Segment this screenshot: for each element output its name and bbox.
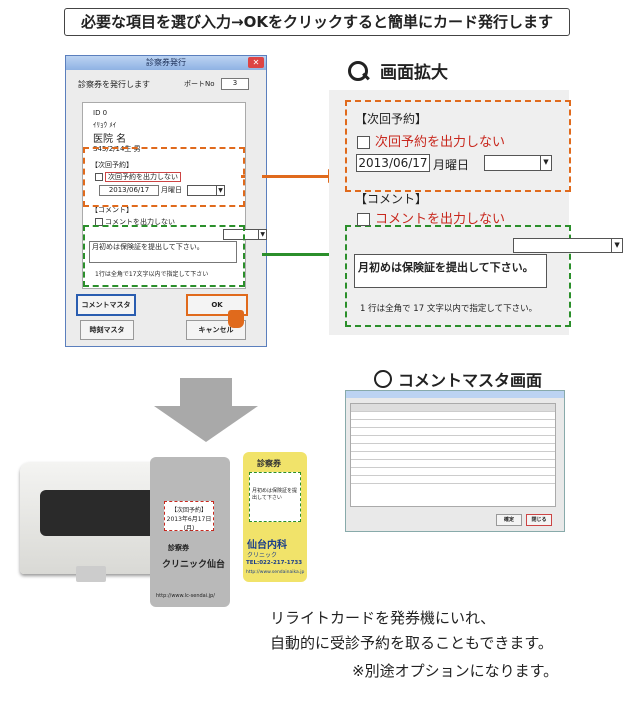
table-row[interactable]	[351, 460, 555, 468]
weekday-label: 月曜日	[161, 186, 182, 194]
comment-select[interactable]: ▼	[223, 229, 268, 240]
cm-close-button[interactable]: 閉じる	[526, 514, 552, 526]
rewrite-card-2: 診察券 月初めは保険証を提出して下さい 仙台内科 クリニック TEL:022-2…	[243, 452, 307, 582]
limit-note: 1行は全角で17文字以内で指定して下さい	[95, 271, 209, 278]
caption-line-1: リライトカードを発券機にいれ、	[270, 609, 496, 627]
card1-next-label: 【次回予約】	[170, 507, 207, 514]
caption-line-3: ※別途オプションになります。	[352, 662, 559, 680]
instruction-banner: 必要な項目を選び入力→OKをクリックすると簡単にカード発行します	[64, 8, 570, 36]
date-input[interactable]: 2013/06/17	[99, 185, 159, 196]
cm-titlebar	[346, 391, 564, 398]
next-check-label: 次回予約を出力しない	[105, 172, 181, 182]
table-row[interactable]	[351, 444, 555, 452]
zoom-next-highlight	[345, 100, 571, 192]
checkbox-icon[interactable]	[357, 213, 370, 226]
zoom-panel	[329, 90, 569, 335]
table-row[interactable]	[351, 420, 555, 428]
zoom-comment-select[interactable]: ▼	[513, 238, 624, 253]
port-input[interactable]: 3	[221, 78, 249, 90]
card2-clinic-sub: クリニック	[247, 552, 278, 559]
table-row[interactable]	[351, 436, 555, 444]
connector-stub	[241, 175, 245, 178]
printer-button	[76, 566, 106, 582]
caption-line-2: 自動的に受診予約を取ることもできます。	[270, 634, 553, 652]
id-label: ID 0	[93, 109, 108, 117]
zoom-comment-highlight	[345, 225, 571, 327]
chevron-down-icon: ▼	[611, 239, 622, 252]
dialog-heading: 診察券を発行します	[78, 80, 150, 89]
zoom-title-text: 画面拡大	[380, 63, 448, 83]
magnifier-icon	[348, 61, 370, 81]
zoom-comment-option[interactable]: コメントを出力しない	[357, 208, 505, 227]
table-row[interactable]	[351, 428, 555, 436]
comment-check-label: コメントを出力しない	[105, 218, 175, 226]
next-appointment-highlight	[83, 147, 245, 207]
comment-textarea[interactable]: 月初めは保険証を提出して下さい。	[89, 241, 237, 263]
cm-apply-button[interactable]: 確定	[496, 514, 522, 526]
zoom-title: 画面拡大	[348, 58, 448, 83]
rewrite-card-1: 【次回予約】 2013年6月17日(月) 診察券 クリニック仙台 http://…	[150, 457, 230, 607]
pencil-icon	[374, 370, 392, 388]
zoom-next-check-label: 次回予約を出力しない	[375, 135, 506, 150]
card2-clinic: 仙台内科	[247, 540, 287, 551]
patient-panel: ID 0 ｲﾘｮｳ ﾒｲ 医院 名 S45/2/14生 男 【次回予約】 次回予…	[82, 102, 268, 289]
close-icon[interactable]: ✕	[248, 57, 264, 68]
chevron-down-icon: ▼	[540, 156, 551, 170]
checkbox-icon[interactable]	[357, 136, 370, 149]
zoom-next-option[interactable]: 次回予約を出力しない	[357, 131, 505, 150]
printer-slot	[40, 490, 170, 536]
zoom-comment-textarea[interactable]: 月初めは保険証を提出して下さい。	[354, 254, 547, 288]
pointer-hand-icon	[228, 310, 244, 328]
name-kana: ｲﾘｮｳ ﾒｲ	[93, 121, 117, 129]
comment-master-title-text: コメントマスタ画面	[398, 371, 543, 390]
next-appointment-option[interactable]: 次回予約を出力しない	[95, 172, 181, 182]
down-arrow-icon	[154, 406, 258, 442]
table-row[interactable]	[351, 404, 555, 412]
comment-master-button[interactable]: コメントマスタ	[76, 294, 136, 316]
table-row[interactable]	[351, 452, 555, 460]
port-label: ポートNo	[184, 80, 215, 88]
comment-master-window: 確定 閉じる	[345, 390, 565, 532]
issue-card-dialog: 診察券発行 ✕ 診察券を発行します ポートNo 3 ID 0 ｲﾘｮｳ ﾒｲ 医…	[65, 55, 268, 347]
comment-master-grid[interactable]	[350, 403, 556, 507]
zoom-comment-check-label: コメントを出力しない	[375, 212, 506, 227]
zoom-limit-note: 1 行は全角で 17 文字以内で指定して下さい。	[360, 304, 538, 314]
zoom-weekday: 月曜日	[433, 158, 470, 172]
card2-msg: 月初めは保険証を提出して下さい	[249, 472, 301, 522]
time-select[interactable]: ▼	[187, 185, 225, 196]
zoom-time-select[interactable]: ▼	[484, 155, 552, 171]
dialog-titlebar: 診察券発行 ✕	[66, 56, 266, 70]
zoom-date-input[interactable]: 2013/06/17	[356, 154, 430, 172]
zoom-next-heading: 【次回予約】	[355, 112, 428, 126]
comment-heading: 【コメント】	[91, 206, 133, 214]
birth-info: S45/2/14生 男	[93, 145, 141, 153]
patient-name: 医院 名	[93, 134, 127, 145]
zoom-comment-heading: 【コメント】	[355, 192, 428, 206]
card2-url: http://www.sendainaika.jp	[246, 570, 305, 575]
card2-tel: TEL:022-217-1733	[246, 560, 303, 566]
card1-url: http://www.lc-sendai.jp/	[156, 593, 215, 599]
dialog-title: 診察券発行	[146, 58, 186, 67]
card1-next-date: 2013年6月17日(月)	[166, 516, 212, 532]
table-row[interactable]	[351, 476, 555, 484]
down-arrow-shaft	[180, 378, 232, 406]
next-appointment-heading: 【次回予約】	[91, 161, 133, 169]
green-arrow-line	[262, 253, 334, 256]
checkbox-icon[interactable]	[95, 173, 103, 181]
card2-title: 診察券	[257, 459, 281, 468]
time-master-button[interactable]: 時刻マスタ	[80, 320, 134, 340]
card1-clinic: クリニック仙台	[162, 560, 226, 570]
comment-highlight	[83, 225, 245, 287]
card1-badge: 診察券	[168, 544, 189, 552]
orange-arrow-line	[262, 175, 330, 178]
table-row[interactable]	[351, 412, 555, 420]
table-row[interactable]	[351, 468, 555, 476]
comment-master-title: コメントマスタ画面	[374, 367, 542, 391]
